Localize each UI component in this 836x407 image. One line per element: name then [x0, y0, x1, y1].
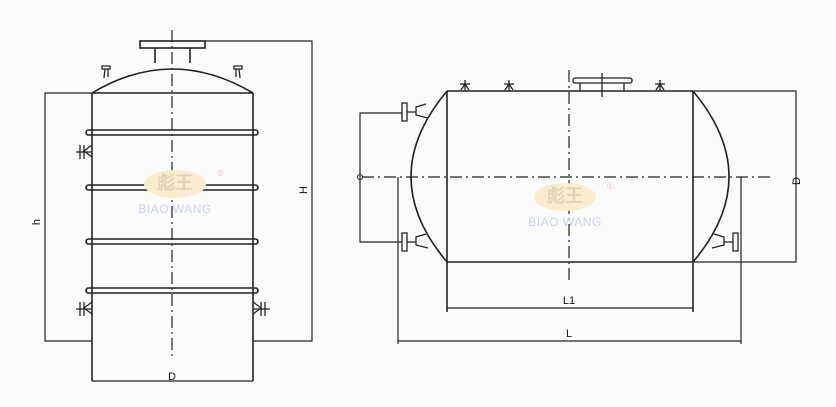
horizontal-tank-right-head [692, 90, 730, 263]
horizontal-tank-drawing [357, 70, 797, 344]
label-L: L [566, 328, 572, 340]
watermark-horizontal: 彪王 ® BIAO WANG [515, 181, 615, 229]
watermark-logo: 彪王 [144, 170, 206, 198]
watermark-vertical: 彪王 ® BIAO WANG [125, 168, 225, 216]
label-L1: L1 [563, 295, 575, 307]
label-H: H [298, 186, 310, 194]
watermark-brand: BIAO WANG [138, 202, 212, 216]
label-D-horizontal: D [791, 177, 803, 185]
head-nozzles [401, 102, 739, 252]
watermark-brand: BIAO WANG [528, 215, 602, 229]
label-h: h [31, 219, 43, 225]
registered-mark: ® [217, 168, 224, 178]
dome-small-nozzles [101, 65, 243, 79]
watermark-logo: 彪王 [534, 183, 596, 211]
label-D-vertical: D [168, 371, 176, 383]
bracket-marker [357, 174, 363, 180]
dimension-D-horizontal [693, 90, 797, 263]
dimension-H [205, 40, 313, 342]
side-nozzles [76, 144, 270, 316]
manhole-flange [572, 73, 633, 97]
top-valves [460, 80, 665, 91]
nozzle-spacing-bracket [359, 112, 402, 243]
registered-mark: ® [607, 181, 614, 191]
dimension-h [44, 92, 92, 342]
